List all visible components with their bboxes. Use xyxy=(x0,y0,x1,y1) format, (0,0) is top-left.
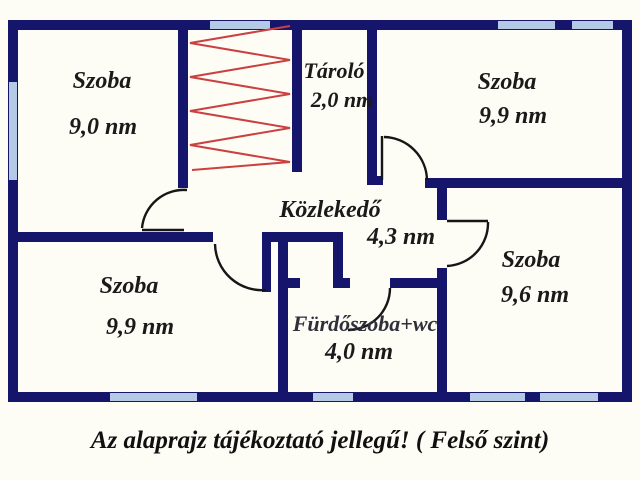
door-arc-right-room xyxy=(446,221,490,268)
plan-caption: Az alaprajz tájékoztató jellegű! ( Felső… xyxy=(90,427,550,454)
wall-left xyxy=(8,20,18,402)
wall-bath-left xyxy=(278,232,288,394)
room-name-szoba-top-right: Szoba xyxy=(477,69,537,95)
door-arc-bottom-left-room xyxy=(213,243,267,292)
window-icon-top-right-a xyxy=(498,21,555,29)
room-name-szoba-top-left: Szoba xyxy=(72,68,132,94)
wall-tarolo-foot xyxy=(367,176,383,185)
room-area-furdoszoba: 4,0 nm xyxy=(324,339,394,365)
window-icon-bottom-bath xyxy=(313,393,353,401)
stairs-icon xyxy=(189,25,291,171)
wall-left-rooms-divider xyxy=(8,232,213,242)
room-name-tarolo: Tároló xyxy=(303,58,365,83)
wall-right xyxy=(622,20,632,402)
window-icon-bottom-right-b xyxy=(540,393,598,401)
window-icon-top-stairwell xyxy=(210,21,270,29)
room-name-kozlekedo: Közlekedő xyxy=(279,197,381,223)
room-area-tarolo: 2,0 nm xyxy=(310,87,374,112)
window-icon-left xyxy=(9,82,17,180)
room-area-szoba-right: 9,6 nm xyxy=(500,282,570,308)
window-markers xyxy=(9,21,613,401)
room-area-szoba-top-left: 9,0 nm xyxy=(68,114,138,140)
room-name-furdoszoba: Fürdőszoba+wc xyxy=(292,311,438,336)
window-icon-bottom-right-a xyxy=(470,393,525,401)
door-leaf-bottom-left-room xyxy=(262,242,271,292)
wall-top xyxy=(8,20,632,30)
door-arc-top-left-room xyxy=(140,188,188,229)
wall-bath-north-stub-mid xyxy=(333,278,350,288)
wall-hall-step xyxy=(333,242,343,288)
door-arc-bathroom xyxy=(347,287,392,332)
wall-bath-north-stub-left xyxy=(288,278,300,288)
wall-topright-room-south xyxy=(425,178,632,188)
door-arc-top-right-room xyxy=(383,135,429,181)
room-area-szoba-bottom-left: 9,9 nm xyxy=(105,314,175,340)
door-arcs xyxy=(140,135,490,332)
wall-hall-south xyxy=(262,232,343,242)
wall-hall-right-lower xyxy=(437,268,447,394)
wall-tarolo-right xyxy=(367,20,377,178)
room-area-kozlekedo: 4,3 nm xyxy=(366,224,436,250)
room-area-szoba-top-right: 9,9 nm xyxy=(478,103,548,129)
window-icon-top-right-b xyxy=(572,21,613,29)
room-name-szoba-bottom-left: Szoba xyxy=(99,273,159,299)
wall-stairwell-left xyxy=(178,20,188,188)
wall-hall-right-upper xyxy=(437,188,447,220)
window-icon-bottom-left xyxy=(110,393,197,401)
room-name-szoba-right: Szoba xyxy=(501,247,561,273)
wall-bath-north-east xyxy=(390,278,447,288)
wall-stairwell-right xyxy=(292,20,302,172)
interior-walls xyxy=(8,20,632,394)
